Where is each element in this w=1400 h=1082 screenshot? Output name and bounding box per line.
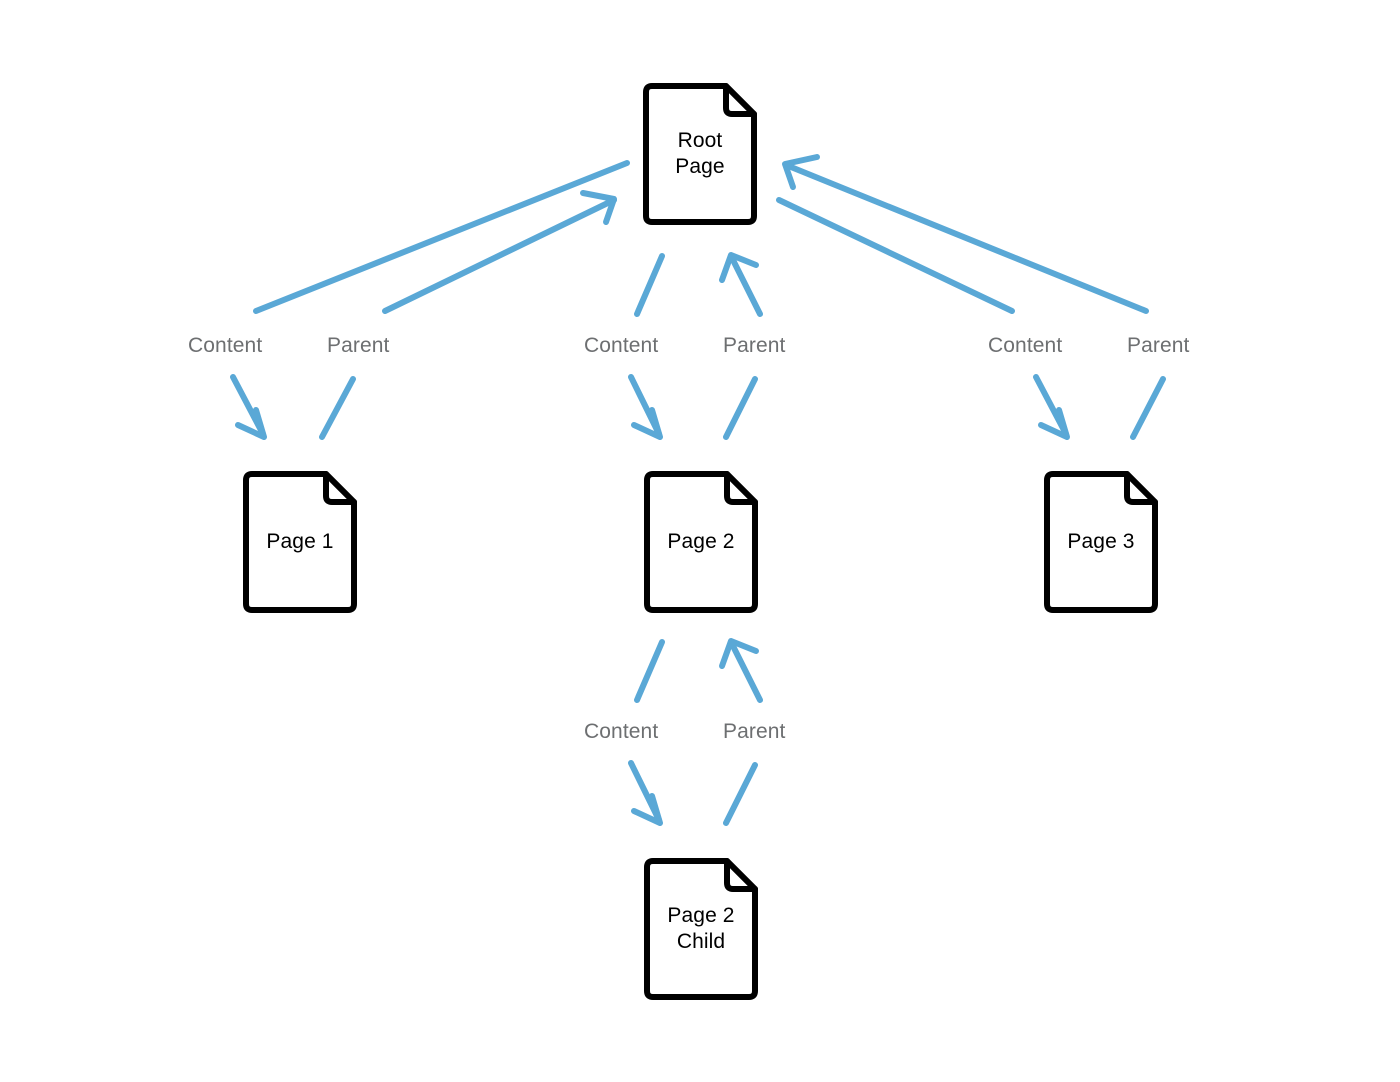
edge-page3-root-parent-lower	[1130, 376, 1166, 440]
document-icon	[1044, 471, 1158, 613]
edge-label-left-content: Content	[188, 334, 263, 357]
node-root-page[interactable]: Root Page	[640, 80, 760, 228]
edge-label-right-parent: Parent	[1127, 334, 1190, 357]
document-icon	[644, 471, 758, 613]
edge-page2-child-content-upper	[634, 639, 665, 703]
edge-page1-root-parent-lower	[319, 376, 356, 440]
edge-label-left-parent: Parent	[327, 334, 390, 357]
edge-page2-root-parent-lower	[723, 376, 758, 440]
node-page-2[interactable]: Page 2	[641, 468, 761, 616]
edge-label-right-content: Content	[988, 334, 1063, 357]
edge-root-page2-content-upper	[634, 253, 665, 317]
document-icon	[643, 83, 757, 225]
node-page-3[interactable]: Page 3	[1041, 468, 1161, 616]
edge-root-page1-content-upper	[253, 160, 630, 314]
node-page-1[interactable]: Page 1	[240, 468, 360, 616]
edge-child-page2-parent-lower	[723, 762, 758, 826]
edge-page1-root-parent-upper	[382, 190, 617, 314]
edge-label-mid-content: Content	[584, 334, 659, 357]
edge-page2-child-content-lower	[628, 760, 663, 826]
node-page-2-child[interactable]: Page 2 Child	[641, 855, 761, 1003]
edge-root-page3-content-upper	[776, 197, 1015, 314]
edge-label-child-content: Content	[584, 720, 659, 743]
edge-child-page2-parent-upper	[719, 638, 763, 703]
edge-page3-root-parent-upper	[782, 154, 1149, 314]
document-icon	[644, 858, 758, 1000]
edge-label-mid-parent: Parent	[723, 334, 786, 357]
edge-root-page1-content-lower	[230, 374, 267, 440]
edge-label-child-parent: Parent	[723, 720, 786, 743]
edge-root-page3-content-lower	[1033, 374, 1070, 440]
edge-root-page2-content-lower	[628, 374, 663, 440]
document-icon	[243, 471, 357, 613]
edge-page2-root-parent-upper	[719, 252, 763, 317]
